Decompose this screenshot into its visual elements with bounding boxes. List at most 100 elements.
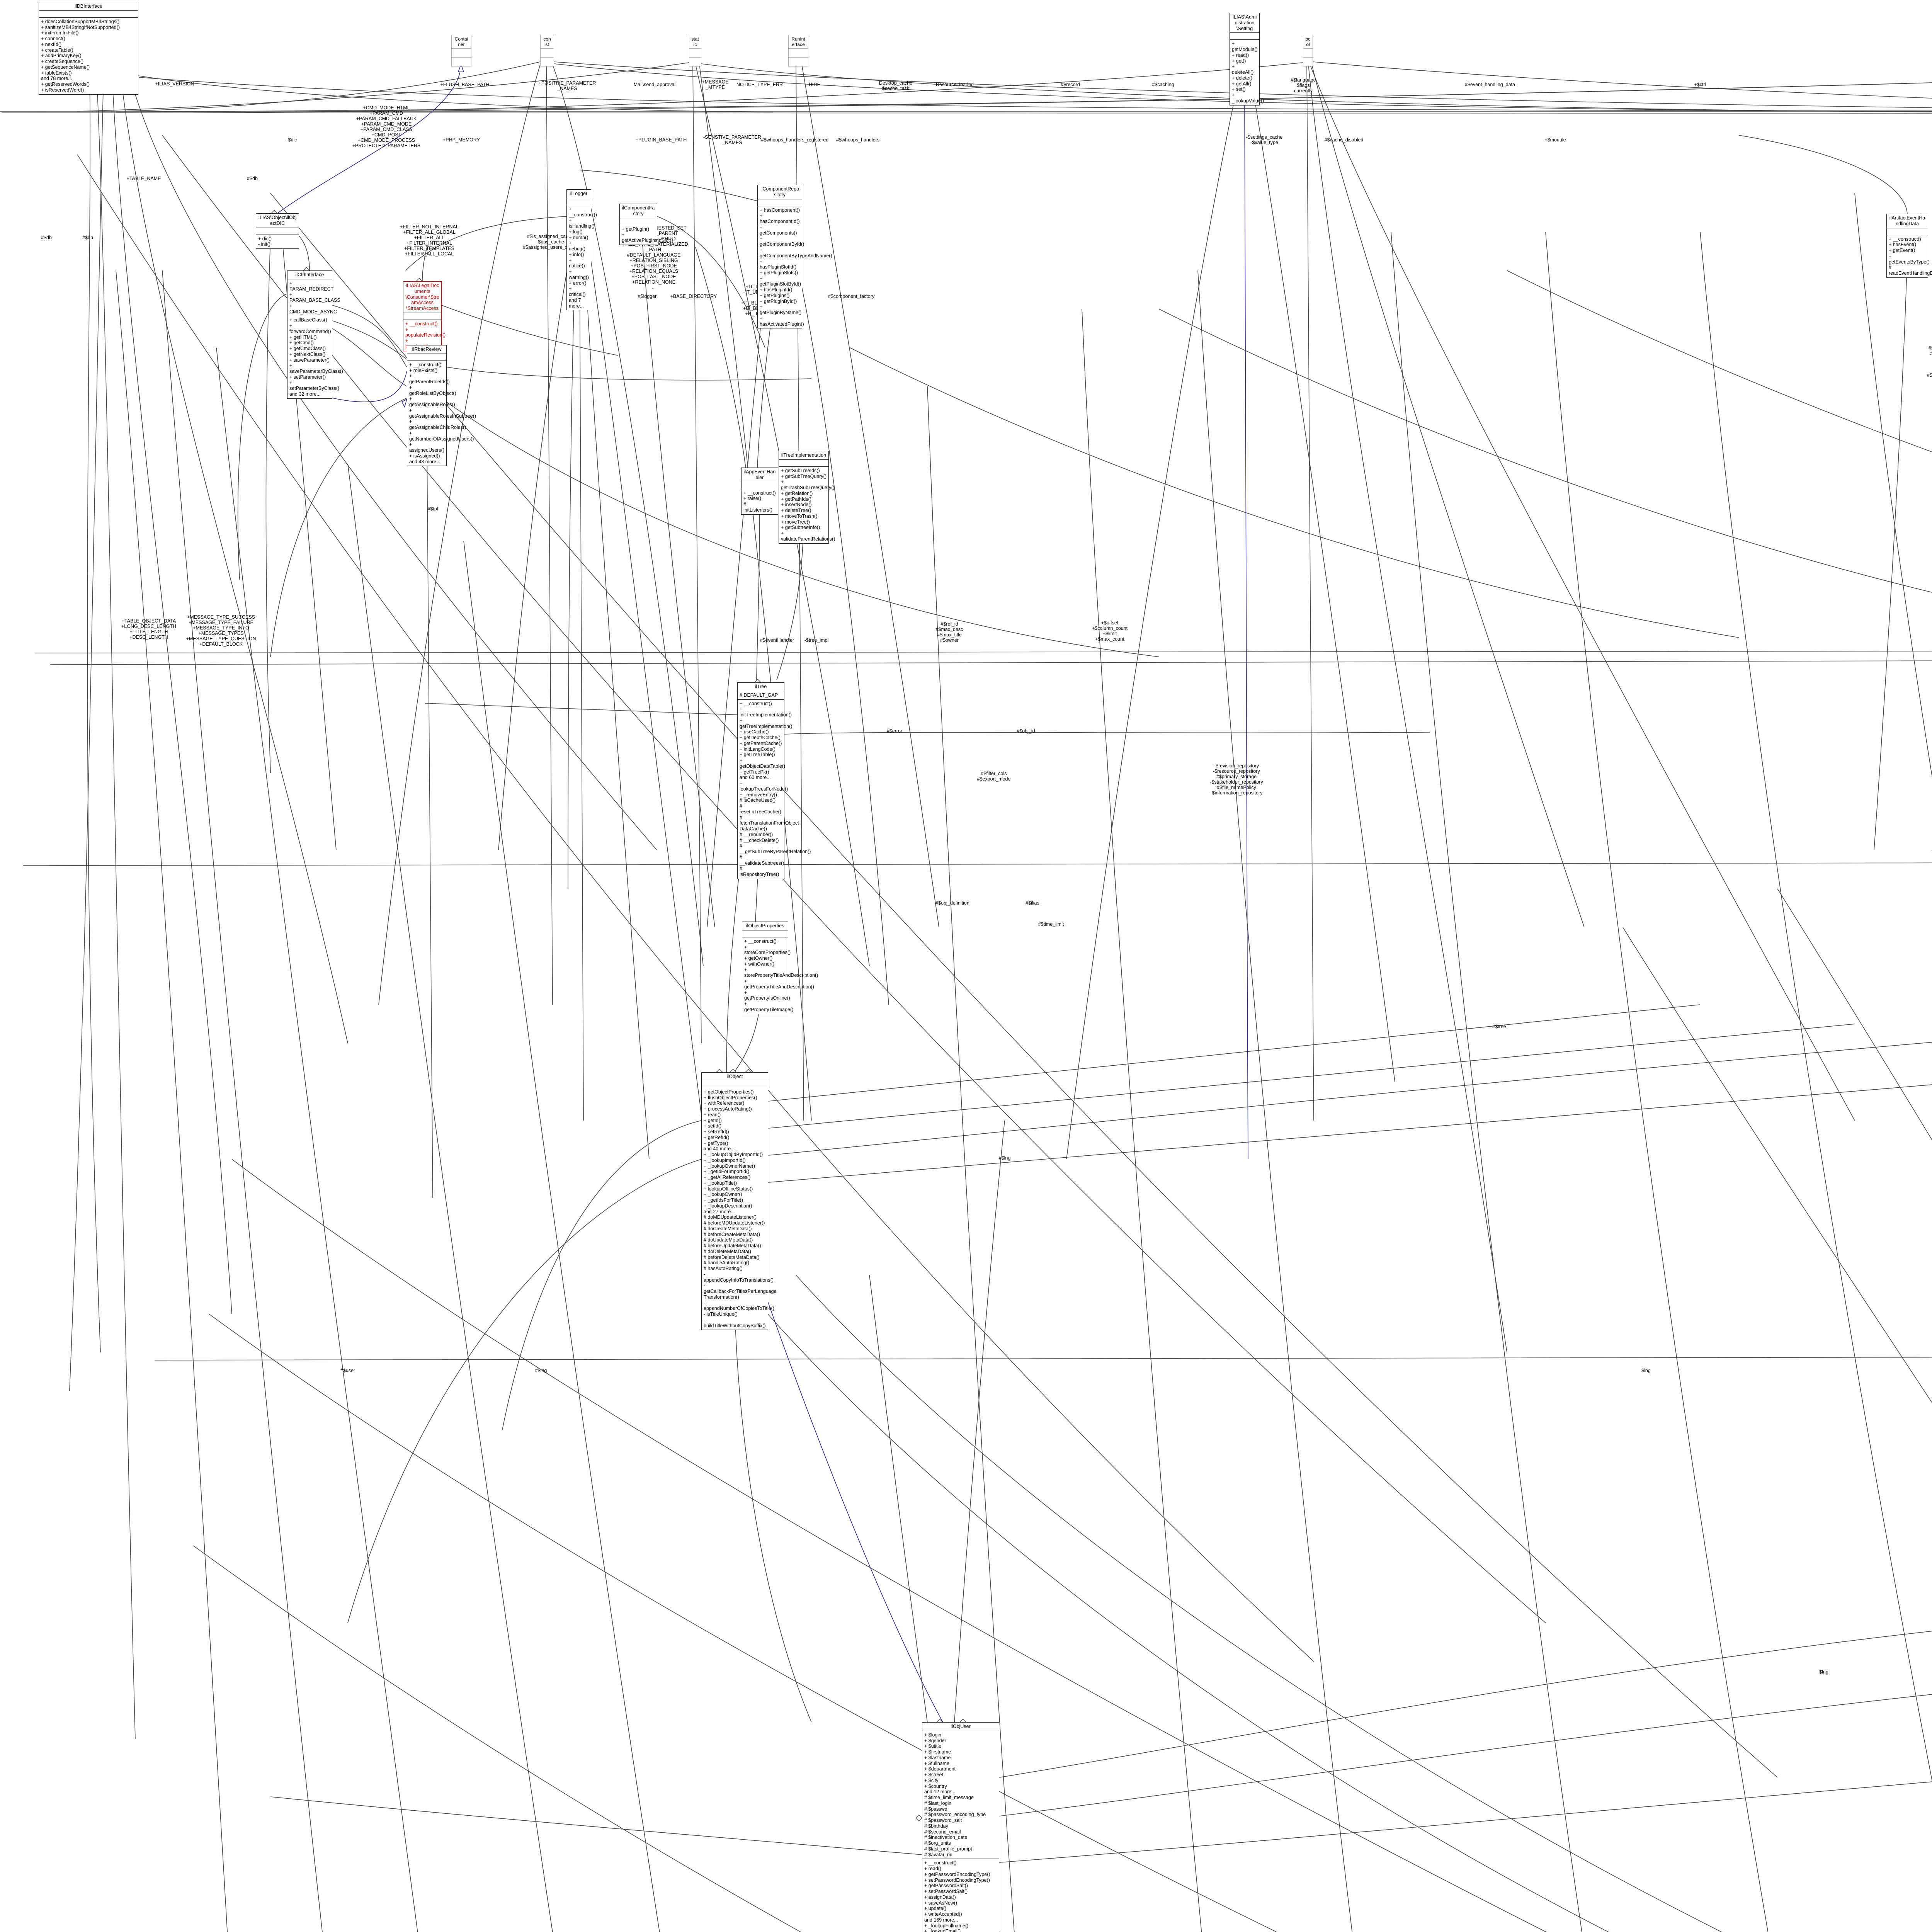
class-node-streamaccess[interactable]: ILIAS\LegalDocuments \Consumer\StreamAcc… <box>403 281 446 351</box>
edge-label: #$lng <box>535 1368 547 1373</box>
edge-label: #$whoops_handlers <box>836 137 879 143</box>
class-node-illogger[interactable]: ilLogger + __construct() + isHandling() +… <box>566 189 597 311</box>
edge-label: #$db <box>247 176 258 181</box>
class-node-attributes <box>789 49 808 58</box>
edge-label: -$dic <box>286 137 297 143</box>
edge-label: +ILIAS_VERSION <box>155 81 194 87</box>
edge-label: Desktop_cache $cache_task <box>879 80 913 91</box>
class-node-bool[interactable]: bool <box>1303 35 1313 67</box>
edge-label: -$tree_impl <box>804 638 829 643</box>
class-node-operations: + hasComponent() + hasComponentId() + ge… <box>760 207 832 327</box>
class-node-attributes <box>1303 49 1313 58</box>
edge-label: #$user <box>340 1368 355 1373</box>
class-node-iltreeimplementation[interactable]: ilTreeImplementation+ getSubTreeIds() + … <box>779 451 835 544</box>
edge-label: +$module <box>1544 137 1566 143</box>
edge-label: #$db <box>82 235 93 240</box>
class-node-static[interactable]: static <box>689 35 701 67</box>
edge-label: +$offset +$column_count +$limit +$max_co… <box>1092 620 1128 642</box>
class-node-ilobject[interactable]: ilObject+ getObjectProperties() + flushO… <box>701 1072 777 1330</box>
class-node-title: ilLogger <box>567 190 591 198</box>
class-node-attributes <box>689 49 701 58</box>
class-node-operations: + __construct() + roleExists() + getPare… <box>409 362 476 464</box>
edge-label: +CMD_MODE_HTML +PARAM_CMD +PARAM_CMD_FAL… <box>352 105 421 148</box>
class-node-attributes <box>256 228 299 235</box>
class-node-ilias-admin-setting[interactable]: ILIAS\Administration \Setting + getModule… <box>1230 13 1264 105</box>
class-node-title: ilRbacReview <box>407 345 446 354</box>
edge-label: +MESSAGE_TYPE_SUCCESS +MESSAGE_TYPE_FAIL… <box>186 614 256 647</box>
class-node-ilartifacteventhandlingdata[interactable]: ilArtifactEventHandlingData + __construct… <box>1886 214 1932 278</box>
edge-label: +MESSAGE _MTYPE <box>702 79 729 90</box>
class-node-operations: + __construct() + raise() # initListener… <box>743 490 776 513</box>
class-node-title: ILIAS\LegalDocuments \Consumer\StreamAcc… <box>403 282 441 313</box>
class-node-iltree[interactable]: ilTree# DEFAULT_GAP+ __construct() + ini… <box>737 682 811 879</box>
class-node-const[interactable]: const <box>540 35 554 67</box>
class-node-title: ilArtifactEventHandlingData <box>1887 214 1928 228</box>
class-node-ildbinterface[interactable]: ilDBInterface+ doesCollationSupportMB4St… <box>39 2 138 95</box>
class-node-operations <box>1303 58 1313 66</box>
edge-label: +BASE_DIRECTORY <box>670 294 717 299</box>
edge-label: #$obj_id <box>1017 728 1035 734</box>
class-node-operations: + getModule() + read() + get() + deleteA… <box>1232 41 1264 104</box>
edge-label: NOTICE_TYPE_ERR <box>736 82 783 87</box>
class-node-attributes <box>779 460 828 467</box>
class-node-ilctrlinterface[interactable]: ilCtrlInterface+ PARAM_REDIRECT + PARAM_… <box>287 270 343 399</box>
class-node-title: bool <box>1303 35 1313 49</box>
edge-label: +PLUGIN_BASE_PATH <box>635 137 687 143</box>
edge-label: #$tree <box>1492 1024 1506 1029</box>
class-node-operations: + __construct() + initTreeImplementation… <box>740 701 811 878</box>
edge-label: #$whoops_handlers_registered <box>761 137 829 143</box>
class-node-operations: + getSubTreeIds() + getSubTreeQuery() + … <box>781 468 835 542</box>
edge-label: #$ilias <box>1026 900 1039 906</box>
edge-label: #$lng <box>998 1155 1011 1161</box>
class-node-ilappeventhandler[interactable]: ilAppEventHandler+ __construct() + raise… <box>741 468 778 515</box>
class-node-title: ilTree <box>738 683 784 691</box>
class-node-ilobjuser[interactable]: ilObjUser+ $login + $gender + $utitle + … <box>922 1722 999 1932</box>
class-node-ilobjectproperties[interactable]: ilObjectProperties + __construct() + stor… <box>742 922 818 1014</box>
class-node-container[interactable]: Container <box>451 35 471 67</box>
edge-label: +PHP_MEMORY <box>443 137 480 143</box>
class-node-attributes <box>702 1081 768 1088</box>
class-node-operations: + getPlugin() + getActivePluginsInSlot() <box>622 226 673 243</box>
edge-label: HIDE <box>809 82 820 87</box>
class-node-ilobjectdic[interactable]: ILIAS\Object\ilObjectDIC+ dic() - init() <box>256 213 299 249</box>
class-node-operations: + __construct() + hasEvent() + getEvent(… <box>1889 236 1932 276</box>
edge-label: +FILTER_NOT_INTERNAL +FILTER_ALL_GLOBAL … <box>400 224 459 257</box>
class-node-title: ilObject <box>702 1073 768 1081</box>
class-node-attributes <box>452 49 471 58</box>
class-node-operations <box>689 58 701 66</box>
class-node-title: ilObjUser <box>922 1723 999 1731</box>
edge-label: $lng <box>1819 1669 1828 1675</box>
class-node-attributes: + $login + $gender + $utitle + $firstnam… <box>922 1731 999 1859</box>
class-node-title: ilComponentRepository <box>758 185 802 199</box>
class-node-attributes <box>620 218 657 225</box>
class-node-operations: + __construct() + isHandling() + log() +… <box>569 206 597 309</box>
edge-label: #$db <box>41 235 52 240</box>
edge-label: -SENSTIVE_PARAMETER _NAMES <box>703 134 761 145</box>
class-node-title: ilObjectProperties <box>742 922 788 930</box>
class-node-title: Container <box>452 35 471 49</box>
class-node-title: ilCtrlInterface <box>287 271 332 279</box>
class-node-ilrbacreview[interactable]: ilRbacReview + __construct() + roleExists… <box>407 345 476 466</box>
edge-label: #$logger <box>638 294 657 299</box>
class-node-title: ILIAS\Administration \Setting <box>1230 13 1259 33</box>
class-node-title: static <box>689 35 701 49</box>
edge-label: $lng <box>1641 1368 1651 1373</box>
edge-label: Resource_loaded <box>936 82 974 87</box>
edge-label: #$cache_disabled <box>1324 137 1364 143</box>
class-node-attributes <box>39 11 138 18</box>
edge-label: -$revision_repository -$resource_reposit… <box>1210 763 1263 796</box>
edge-label: #$ref_id #$max_desc #$max_title #$owner <box>935 621 963 643</box>
edge-label: Mail\send_approval <box>633 82 676 87</box>
class-node-title: ILIAS\Object\ilObjectDIC <box>256 214 299 228</box>
class-node-attributes <box>1230 33 1259 40</box>
edge-label: +FLUSH_BASE_PATH <box>440 82 490 87</box>
class-node-attributes <box>758 199 802 206</box>
edge-label: #$eventHandler <box>760 638 794 643</box>
class-node-ilcomponentrepository[interactable]: ilComponentRepository + hasComponent() + … <box>757 185 832 329</box>
edge-label: #$time_limit <box>1038 922 1064 927</box>
class-node-title: ilDBInterface <box>39 2 138 11</box>
class-node-operations: + __construct() + storeCoreProperties() … <box>744 938 818 1012</box>
class-node-ilcomponentfactory[interactable]: ilComponentFactory+ getPlugin() + getAct… <box>619 204 673 245</box>
class-node-runinterface[interactable]: RunInterface <box>788 35 808 67</box>
